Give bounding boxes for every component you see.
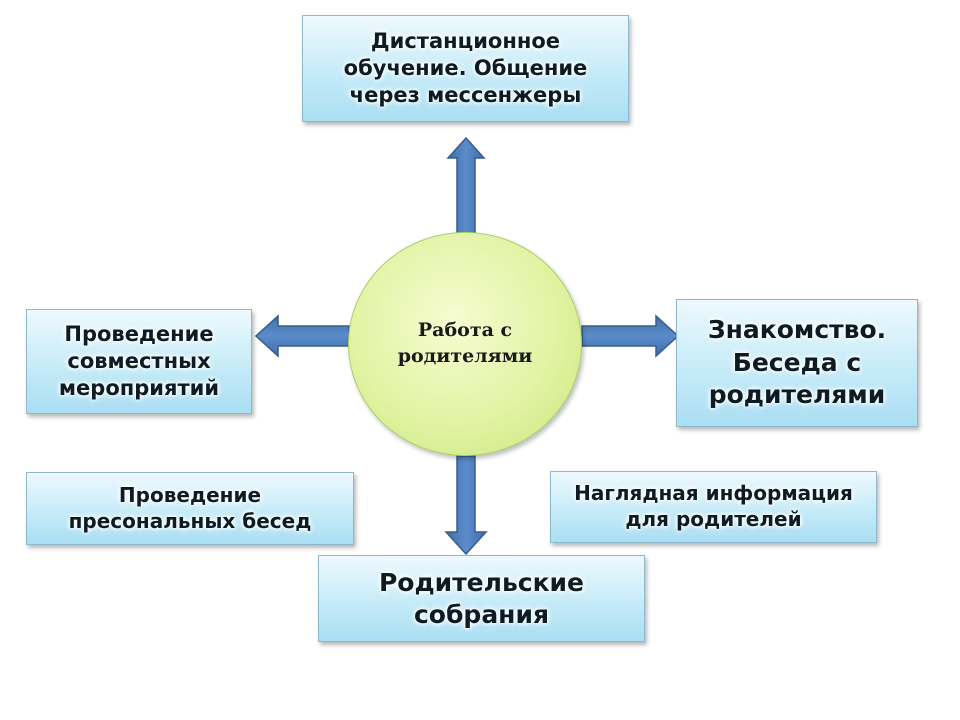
node-label-line: мероприятий bbox=[58, 375, 220, 400]
node-label: Наглядная информация для родителей bbox=[574, 481, 853, 532]
node-label-line: собрания bbox=[413, 599, 550, 629]
node-label-line: Родительские bbox=[378, 567, 585, 597]
node-personal-talks: Проведение пресональных бесед bbox=[26, 472, 354, 545]
node-label-line: пресональных бесед bbox=[68, 508, 312, 533]
center-label: Работа с родителями bbox=[398, 318, 533, 369]
node-label-line: Проведение bbox=[118, 482, 262, 507]
node-label: Дистанционное обучение. Общение через ме… bbox=[344, 28, 588, 109]
node-label-line: Проведение bbox=[64, 322, 214, 347]
arrow-right bbox=[581, 314, 680, 358]
arrow-down bbox=[444, 455, 488, 556]
node-label-line: через мессенжеры bbox=[349, 82, 582, 107]
arrow-left bbox=[254, 314, 350, 358]
node-label-line: совместных bbox=[67, 349, 211, 374]
node-acquaintance: Знакомство. Беседа с родителями bbox=[676, 299, 918, 427]
node-visual-info: Наглядная информация для родителей bbox=[550, 471, 877, 543]
node-parent-meetings: Родительские собрания bbox=[318, 555, 645, 642]
center-label-line: Работа с bbox=[417, 319, 513, 342]
node-label-line: родителями bbox=[708, 380, 886, 410]
node-label-line: Наглядная информация bbox=[574, 481, 853, 506]
node-label-line: обучение. Общение bbox=[343, 56, 588, 81]
node-joint-events: Проведение совместных мероприятий bbox=[26, 309, 252, 414]
center-label-line: родителями bbox=[397, 345, 533, 367]
node-label-line: для родителей bbox=[625, 507, 802, 531]
node-label: Проведение совместных мероприятий bbox=[59, 321, 219, 402]
center-node: Работа с родителями bbox=[348, 232, 582, 456]
arrow-up bbox=[446, 136, 486, 237]
node-label-line: Беседа с bbox=[732, 347, 862, 377]
node-distance-learning: Дистанционное обучение. Общение через ме… bbox=[302, 15, 629, 122]
node-label: Знакомство. Беседа с родителями bbox=[708, 314, 886, 412]
node-label: Родительские собрания bbox=[379, 567, 584, 631]
node-label-line: Знакомство. bbox=[707, 315, 887, 345]
node-label: Проведение пресональных бесед bbox=[69, 483, 312, 534]
node-label-line: Дистанционное bbox=[370, 29, 561, 54]
